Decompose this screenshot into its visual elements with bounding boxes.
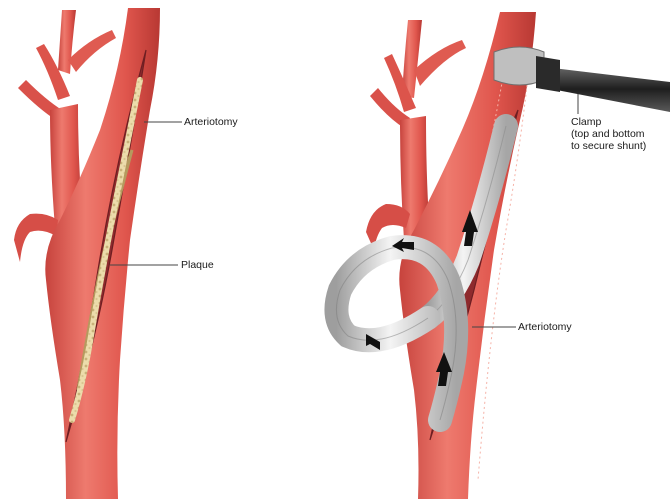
- left-arteriotomy-label: Arteriotomy: [184, 116, 238, 128]
- right-arteriotomy-label: Arteriotomy: [518, 321, 572, 333]
- clamp-note-line-1: (top and bottom: [571, 128, 646, 140]
- right-branch-twig: [414, 40, 466, 86]
- left-artery: [14, 8, 160, 499]
- clamp-note-line-2: to secure shunt): [571, 140, 646, 152]
- clamp-jaw: [536, 56, 560, 92]
- clamp-title: Clamp: [571, 116, 646, 128]
- left-branch-twig: [68, 30, 116, 72]
- plaque-label: Plaque: [181, 259, 214, 271]
- clamp-label: Clamp (top and bottom to secure shunt): [571, 116, 646, 152]
